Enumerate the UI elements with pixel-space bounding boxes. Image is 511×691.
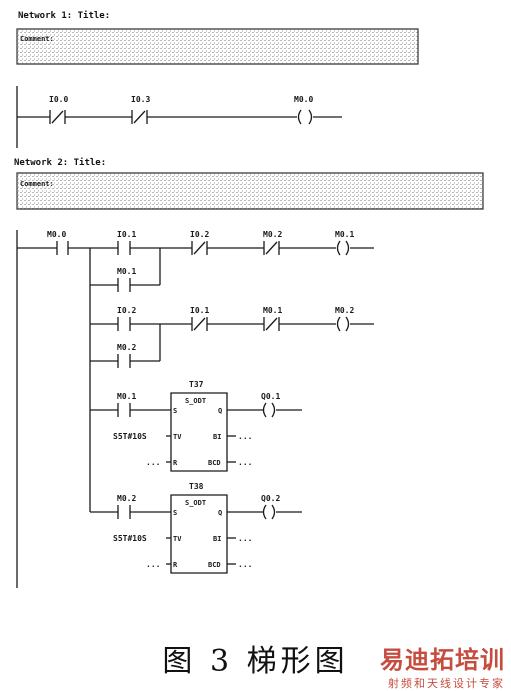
network1-contact-i0-3[interactable] bbox=[132, 110, 147, 124]
timer1-tv-value: S5T#10S bbox=[113, 432, 147, 441]
network1-contact-i0-0-label: I0.0 bbox=[49, 95, 68, 104]
timer1-pin-bi: BI bbox=[213, 433, 221, 441]
rung2-contact-i0-1-label: I0.1 bbox=[190, 306, 209, 315]
timer1-bcd-ellipsis: ... bbox=[238, 458, 252, 467]
ladder-diagram: Network 1: Title: Comment: I0.0 I0.3 M0.… bbox=[14, 10, 511, 620]
rung1-contact-m0-2-label: M0.2 bbox=[263, 230, 282, 239]
watermark: 易迪拓培训 射频和天线设计专家 bbox=[355, 640, 505, 691]
timer1-contact-label: M0.1 bbox=[117, 392, 136, 401]
rung1-latch-m0-1[interactable] bbox=[118, 278, 130, 292]
network1-comment-box[interactable] bbox=[17, 29, 418, 64]
timer2-bi-ellipsis: ... bbox=[238, 534, 252, 543]
timer1-pin-r: R bbox=[173, 459, 178, 467]
timer1-output-coil-q0-1[interactable] bbox=[264, 403, 275, 417]
rung2-contact-m0-1-label: M0.1 bbox=[263, 306, 282, 315]
timer2-output-coil-q0-2[interactable] bbox=[264, 505, 275, 519]
rung2-latch-label: M0.2 bbox=[117, 343, 136, 352]
network2-wires bbox=[17, 230, 374, 588]
network2-header: Network 2: Title: bbox=[14, 157, 106, 168]
timer2-r-ellipsis: ... bbox=[146, 560, 160, 569]
timer1-contact-m0-1[interactable] bbox=[118, 403, 130, 417]
timer1-bi-ellipsis: ... bbox=[238, 432, 252, 441]
timer2-tv-value: S5T#10S bbox=[113, 534, 147, 543]
timer2-bcd-ellipsis: ... bbox=[238, 560, 252, 569]
timer2-pin-tv: TV bbox=[173, 535, 182, 543]
network1-contact-i0-3-label: I0.3 bbox=[131, 95, 150, 104]
network2-contact-m0-0[interactable] bbox=[57, 241, 68, 255]
timer1-pin-tv: TV bbox=[173, 433, 182, 441]
rung1-latch-label: M0.1 bbox=[117, 267, 136, 276]
timer2-pin-q: Q bbox=[218, 509, 222, 517]
timer2-fb-label: S_ODT bbox=[185, 499, 206, 507]
network1-coil-label: M0.0 bbox=[294, 95, 313, 104]
timer2-name: T38 bbox=[189, 482, 204, 491]
watermark-brand: 易迪拓培训 bbox=[380, 646, 505, 674]
timer2-output-label: Q0.2 bbox=[261, 494, 280, 503]
timer2-pin-r: R bbox=[173, 561, 178, 569]
rung1-contact-i0-1[interactable] bbox=[118, 241, 130, 255]
network1-comment-label: Comment: bbox=[20, 35, 54, 43]
timer1-r-ellipsis: ... bbox=[146, 458, 160, 467]
timer1-fb-label: S_ODT bbox=[185, 397, 206, 405]
watermark-subtitle: 射频和天线设计专家 bbox=[388, 677, 505, 690]
network1-header: Network 1: Title: bbox=[18, 10, 110, 21]
rung1-coil-m0-1[interactable] bbox=[338, 241, 349, 255]
rung1-contact-i0-2-label: I0.2 bbox=[190, 230, 209, 239]
rung2-latch-m0-2[interactable] bbox=[118, 354, 130, 368]
network2-comment-label: Comment: bbox=[20, 180, 54, 188]
timer2-pin-bi: BI bbox=[213, 535, 221, 543]
network1-coil-m0-0[interactable] bbox=[299, 110, 312, 124]
timer2-block[interactable] bbox=[171, 495, 227, 573]
rung2-contact-i0-2-label: I0.2 bbox=[117, 306, 136, 315]
rung2-contact-m0-1[interactable] bbox=[264, 317, 279, 331]
rung2-contact-i0-2[interactable] bbox=[118, 317, 130, 331]
timer1-name: T37 bbox=[189, 380, 204, 389]
timer1-output-label: Q0.1 bbox=[261, 392, 280, 401]
network2-comment-box[interactable] bbox=[17, 173, 483, 209]
timer1-block[interactable] bbox=[171, 393, 227, 471]
timer2-pin-s: S bbox=[173, 509, 177, 517]
rung2-coil-label: M0.2 bbox=[335, 306, 354, 315]
timer1-pin-q: Q bbox=[218, 407, 222, 415]
network1-rung bbox=[17, 86, 342, 148]
rung1-contact-m0-2[interactable] bbox=[264, 241, 279, 255]
network2-start-contact-label: M0.0 bbox=[47, 230, 66, 239]
timer1-pin-s: S bbox=[173, 407, 177, 415]
timer1-pin-bcd: BCD bbox=[208, 459, 221, 467]
figure-caption: 图 3 梯形图 bbox=[162, 644, 349, 679]
timer2-pin-bcd: BCD bbox=[208, 561, 221, 569]
timer2-contact-m0-2[interactable] bbox=[118, 505, 130, 519]
rung1-contact-i0-2[interactable] bbox=[192, 241, 207, 255]
timer2-contact-label: M0.2 bbox=[117, 494, 136, 503]
rung2-coil-m0-2[interactable] bbox=[338, 317, 349, 331]
network1-contact-i0-0[interactable] bbox=[50, 110, 65, 124]
rung2-contact-i0-1[interactable] bbox=[192, 317, 207, 331]
rung1-coil-label: M0.1 bbox=[335, 230, 354, 239]
rung1-contact-i0-1-label: I0.1 bbox=[117, 230, 136, 239]
